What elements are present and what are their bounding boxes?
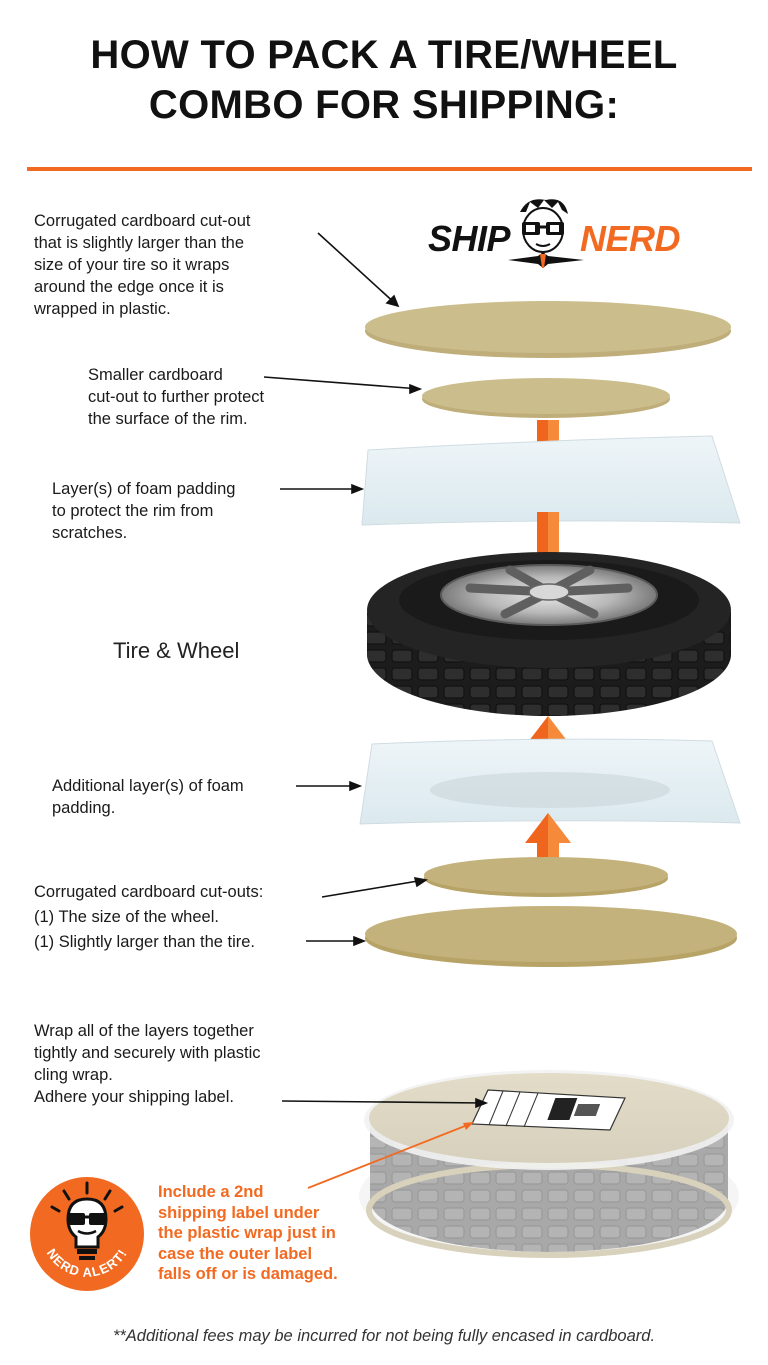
title-divider: [27, 167, 752, 171]
logo-ship-text: SHIP: [428, 218, 511, 259]
cardboard-small-bottom: [424, 857, 668, 897]
cardboard-large-bottom: [365, 906, 737, 967]
wrapped-package: [359, 1070, 739, 1258]
nerd-mascot-icon: [508, 199, 584, 268]
foam-pad-bottom: [359, 738, 741, 825]
shipnerd-logo: SHIP NERD: [428, 198, 688, 278]
glasses-icon: [68, 1213, 106, 1235]
title-line-2: COMBO FOR SHIPPING:: [148, 83, 620, 127]
logo-nerd-text: NERD: [580, 218, 681, 259]
nerd-alert-badge: NERD ALERT!: [30, 1177, 144, 1291]
tire-wheel: [367, 552, 731, 716]
caption-outer-cardboard: Corrugated cardboard cut-out that is sli…: [34, 212, 251, 318]
foam-pad-top: [361, 435, 741, 526]
caption-foam-bottom: Additional layer(s) of foam padding.: [52, 777, 244, 817]
title-line-1: HOW TO PACK A TIRE/WHEEL: [90, 33, 678, 77]
caption-bottom-cardboard: Corrugated cardboard cut-outs: (1) The s…: [34, 883, 264, 951]
alert-callout-arrow: [307, 1122, 474, 1189]
footnote: **Additional fees may be incurred for no…: [112, 1327, 656, 1345]
cardboard-large-top: [365, 301, 731, 358]
cardboard-small-top: [422, 378, 670, 418]
caption-foam-top: Layer(s) of foam padding to protect the …: [52, 480, 236, 542]
nerd-alert-text: Include a 2nd shipping label under the p…: [158, 1183, 338, 1283]
page-title: HOW TO PACK A TIRE/WHEEL COMBO FOR SHIPP…: [0, 30, 768, 130]
callout-arrows: [263, 232, 489, 1109]
shipping-label: [471, 1089, 626, 1131]
caption-wrap: Wrap all of the layers together tightly …: [34, 1022, 261, 1106]
caption-tire-wheel: Tire & Wheel: [113, 638, 240, 663]
caption-small-cardboard: Smaller cardboard cut-out to further pro…: [88, 366, 265, 428]
